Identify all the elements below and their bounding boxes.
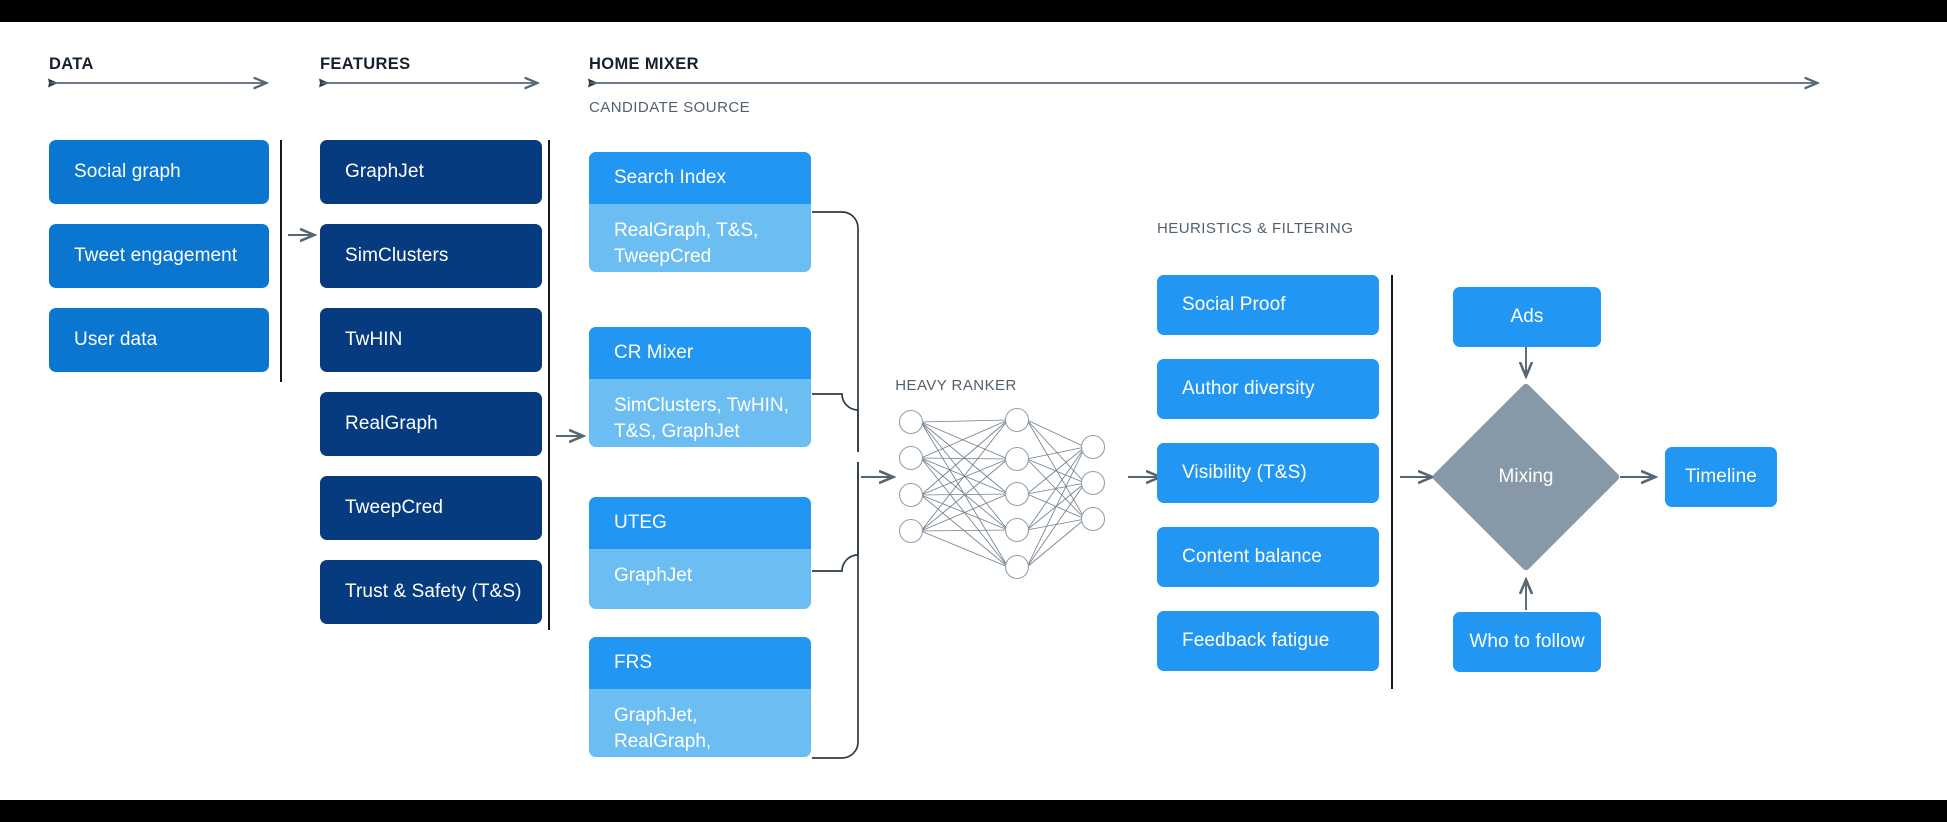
- divider-features-home-mixer: [548, 140, 550, 630]
- candidate-source-features: SimClusters, TwHIN, T&S, GraphJet: [589, 379, 811, 447]
- data-box-social-graph[interactable]: Social graph: [49, 140, 269, 204]
- heuristic-box-label: Content balance: [1182, 546, 1322, 567]
- heuristic-box-social-proof[interactable]: Social Proof: [1157, 275, 1379, 335]
- subsection-title-heavy-ranker: HEAVY RANKER: [895, 377, 1017, 394]
- candidate-source-features: GraphJet, RealGraph, SimClusters: [589, 689, 811, 757]
- home-mixer-header-arrow: [588, 79, 1817, 88]
- candidate-source-title: Search Index: [589, 152, 811, 204]
- heuristic-box-label: Feedback fatigue: [1182, 630, 1330, 651]
- divider-data-features: [280, 140, 282, 382]
- letterbox-top: [0, 0, 1947, 22]
- heuristic-box-label: Social Proof: [1182, 294, 1286, 315]
- feature-box-twhin[interactable]: TwHIN: [320, 308, 542, 372]
- output-box-label: Who to follow: [1469, 631, 1585, 652]
- feature-box-trust-safety[interactable]: Trust & Safety (T&S): [320, 560, 542, 624]
- feature-box-graphjet[interactable]: GraphJet: [320, 140, 542, 204]
- heuristic-box-author-diversity[interactable]: Author diversity: [1157, 359, 1379, 419]
- candidate-merge-bracket: [812, 211, 859, 759]
- divider-heuristics-output: [1391, 275, 1393, 689]
- section-title-home-mixer: HOME MIXER: [589, 55, 699, 73]
- output-box-ads[interactable]: Ads: [1453, 287, 1601, 347]
- section-title-features: FEATURES: [320, 55, 411, 73]
- data-box-label: Tweet engagement: [74, 245, 238, 266]
- data-box-user-data[interactable]: User data: [49, 308, 269, 372]
- connector-layer: [48, 22, 1947, 759]
- heuristic-box-visibility[interactable]: Visibility (T&S): [1157, 443, 1379, 503]
- feature-box-label: TwHIN: [345, 329, 403, 350]
- feature-box-simclusters[interactable]: SimClusters: [320, 224, 542, 288]
- letterbox-bottom: [0, 800, 1947, 822]
- candidate-source-card-frs[interactable]: FRS GraphJet, RealGraph, SimClusters: [589, 637, 811, 757]
- feature-box-label: TweepCred: [345, 497, 444, 518]
- output-box-label: Timeline: [1685, 466, 1757, 487]
- feature-box-label: SimClusters: [345, 245, 449, 266]
- section-title-data: DATA: [49, 55, 94, 73]
- subsection-title-candidate-source: CANDIDATE SOURCE: [589, 99, 751, 116]
- feature-box-realgraph[interactable]: RealGraph: [320, 392, 542, 456]
- candidate-source-card-cr-mixer[interactable]: CR Mixer SimClusters, TwHIN, T&S, GraphJ…: [589, 327, 811, 447]
- output-box-who-to-follow[interactable]: Who to follow: [1453, 612, 1601, 672]
- mixing-label: Mixing: [1498, 466, 1554, 487]
- heuristic-box-feedback-fatigue[interactable]: Feedback fatigue: [1157, 611, 1379, 671]
- heuristic-box-content-balance[interactable]: Content balance: [1157, 527, 1379, 587]
- output-box-label: Ads: [1510, 306, 1544, 327]
- features-header-arrow: [319, 79, 537, 88]
- data-box-label: Social graph: [74, 161, 181, 182]
- heuristic-box-label: Author diversity: [1182, 378, 1315, 399]
- candidate-source-features: RealGraph, T&S, TweepCred: [589, 204, 811, 272]
- candidate-source-title: FRS: [589, 637, 811, 689]
- subsection-title-heuristics: HEURISTICS & FILTERING: [1157, 220, 1354, 237]
- candidate-source-title: CR Mixer: [589, 327, 811, 379]
- heavy-ranker-network: [898, 407, 1106, 580]
- candidate-source-title: UTEG: [589, 497, 811, 549]
- data-box-tweet-engagement[interactable]: Tweet engagement: [49, 224, 269, 288]
- data-box-label: User data: [74, 329, 158, 350]
- diagram-canvas: DATA FEATURES HOME MIXER CANDIDATE SOURC…: [0, 22, 1947, 800]
- feature-box-label: Trust & Safety (T&S): [345, 581, 522, 602]
- candidate-source-card-search-index[interactable]: Search Index RealGraph, T&S, TweepCred: [589, 152, 811, 272]
- output-box-timeline[interactable]: Timeline: [1665, 447, 1777, 507]
- feature-box-label: RealGraph: [345, 413, 438, 434]
- feature-box-label: GraphJet: [345, 161, 424, 182]
- feature-box-tweepcred[interactable]: TweepCred: [320, 476, 542, 540]
- candidate-source-features: GraphJet: [589, 549, 811, 606]
- heuristic-box-label: Visibility (T&S): [1182, 462, 1307, 483]
- candidate-source-card-uteg[interactable]: UTEG GraphJet: [589, 497, 811, 609]
- data-header-arrow: [48, 79, 266, 88]
